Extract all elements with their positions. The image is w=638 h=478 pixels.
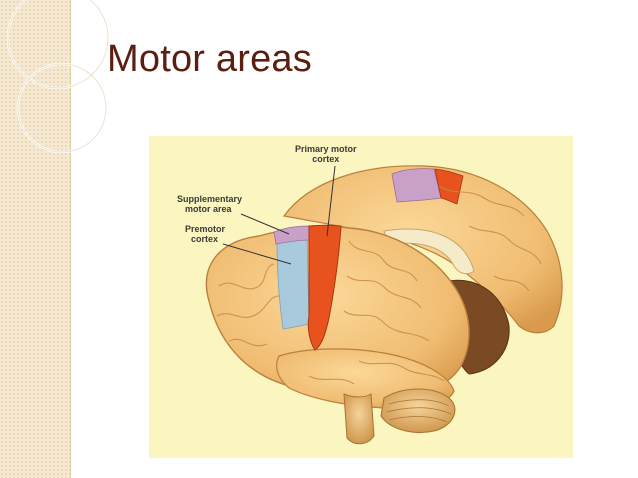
medial-hemisphere bbox=[282, 165, 563, 334]
supplementary-motor-area-label: Supplementary motor area bbox=[177, 194, 243, 214]
premotor-cortex-label: Premotor cortex bbox=[185, 224, 226, 244]
brain-illustration bbox=[205, 165, 563, 445]
cerebellum-folia bbox=[386, 399, 452, 423]
slide-title: Motor areas bbox=[107, 38, 312, 80]
corpus-callosum bbox=[383, 228, 475, 275]
cerebellum bbox=[380, 388, 456, 434]
slide-sidebar-pattern bbox=[0, 0, 71, 478]
brain-diagram: Primary motor cortex Supplementary motor… bbox=[149, 136, 573, 458]
gyri-lines bbox=[216, 185, 542, 385]
brainstem bbox=[343, 393, 375, 445]
primary-motor-cortex-label: Primary motor cortex bbox=[295, 144, 357, 164]
label-pointers bbox=[222, 165, 336, 265]
premotor-cortex bbox=[276, 232, 310, 330]
primary-motor-cortex-medial bbox=[434, 168, 464, 205]
supplementary-motor-area-medial bbox=[391, 168, 442, 203]
decorative-rings bbox=[6, 0, 110, 154]
primary-motor-cortex bbox=[307, 224, 342, 351]
